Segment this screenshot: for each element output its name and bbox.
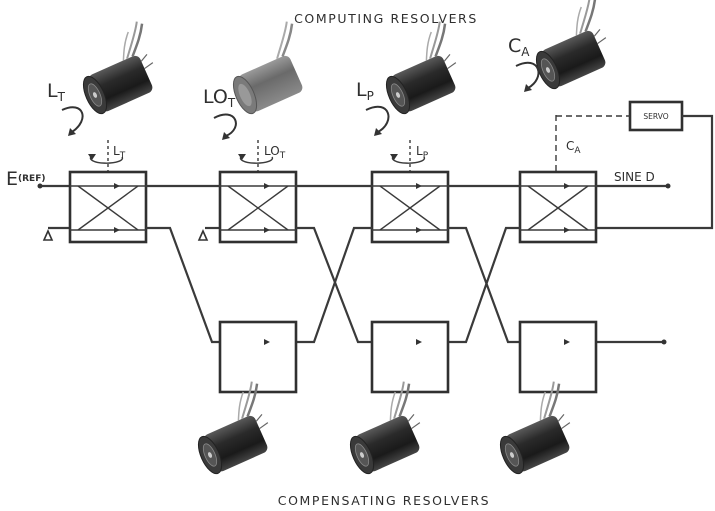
computing-resolver-box-2 [218,170,298,244]
computing-resolver-box-3 [370,170,450,244]
servo-label: SERVO [643,112,668,121]
computing-resolver-box-4 [518,170,598,244]
motor-label-lt: LT [47,80,84,136]
motor-label-lp: LP [356,79,390,136]
svg-text:LOT: LOT [203,86,236,110]
compensating-resolver-motor-1 [180,378,286,479]
shaft-rotation-2 [238,154,274,164]
input-terminal [37,183,43,189]
link-comp1-3 [296,226,372,344]
computing-resolver-box-1 [68,170,148,244]
computing-resolver-motor-3 [368,18,474,119]
shaft-label-2: LOT [264,144,286,161]
ground-symbol-1 [42,229,54,241]
svg-text:LP: LP [356,79,374,103]
link-1-comp1 [146,226,220,344]
compensating-resolver-motor-2 [332,378,438,479]
comp3-terminal [661,339,667,345]
svg-text:LT: LT [47,80,66,104]
computing-resolver-motor-4 [518,0,624,94]
ground-symbol-2 [197,229,209,241]
link-2-comp2 [296,226,372,344]
compensating-resolver-box-1 [218,320,298,394]
compensating-resolver-box-2 [370,320,450,394]
output-terminal [665,183,671,189]
motor-label-lot: LOT [203,86,237,140]
compensating-resolver-motor-3 [482,378,588,479]
shaft-label-3: LP [416,144,429,161]
compensating-resolver-box-3 [518,320,598,394]
shaft-label-4: CA [566,139,581,156]
output-label: SINE D [614,170,655,184]
link-comp2-4 [448,226,520,344]
servo-return-line [596,114,714,230]
shaft-rotation-1 [88,154,124,164]
shaft-label-1: LT [113,144,126,161]
diagram-title: COMPUTING RESOLVERS [294,11,478,26]
link-3-comp3 [448,226,520,344]
diagram-footer-title: COMPENSATING RESOLVERS [278,493,490,508]
svg-text:CA: CA [508,35,530,59]
motor-label-ca: CA [508,35,540,92]
shaft-rotation-3 [390,154,426,164]
input-label: E(REF) [6,168,45,190]
computing-resolver-motor-2 [232,21,303,115]
computing-resolver-motor-1 [65,18,171,119]
